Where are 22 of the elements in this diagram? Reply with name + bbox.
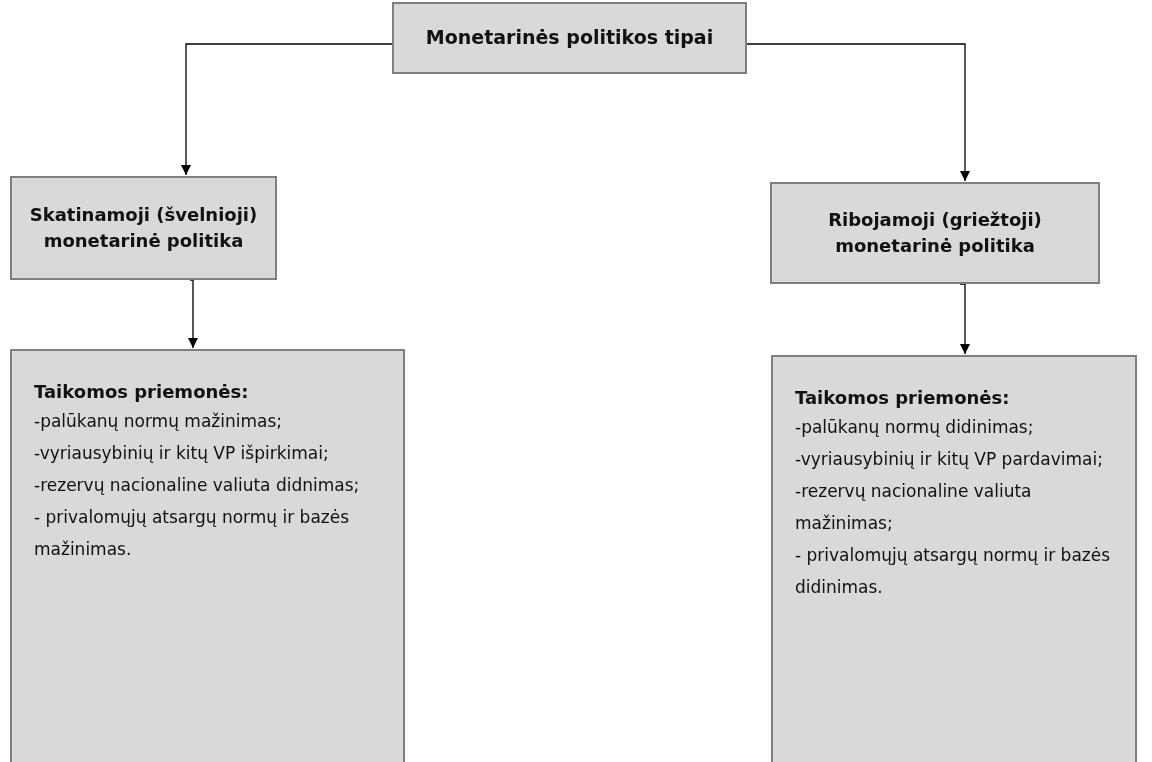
list-item: -vyriausybinių ir kitų VP išpirkimai; <box>34 442 330 466</box>
list-item: - privalomųjų atsargų normų ir bazės didinimas. <box>795 544 1112 600</box>
box-title: Monetarinės politikos tipai <box>425 25 714 51</box>
list-item: - privalomųjų atsargų normų ir bazės mažinimas. <box>34 506 351 562</box>
list-item: -palūkanų normų didinimas; <box>795 416 1035 440</box>
connector-arrow <box>746 43 970 182</box>
list-item: -rezervų nacionaline valiuta mažinimas; <box>795 480 1033 536</box>
list-heading: Taikomos priemonės: <box>34 380 250 404</box>
list-item: -vyriausybinių ir kitų VP pardavimai; <box>795 448 1104 472</box>
list-heading: Taikomos priemonės: <box>795 386 1011 410</box>
connector-arrow <box>959 283 970 355</box>
connector-arrow <box>181 43 393 176</box>
list-item: -palūkanų normų mažinimas; <box>34 410 284 434</box>
box-title: Skatinamoji (švelnioji) monetarinė politika <box>28 202 259 253</box>
box-title: Ribojamoji (griežtoji) monetarinė politika <box>827 207 1043 258</box>
category-box <box>770 182 1100 284</box>
connector-arrow <box>188 279 198 349</box>
measures-box <box>10 349 405 762</box>
category-box <box>392 2 747 74</box>
category-box <box>10 176 277 280</box>
list-item: -rezervų nacionaline valiuta didnimas; <box>34 474 361 498</box>
measures-box <box>771 355 1137 762</box>
